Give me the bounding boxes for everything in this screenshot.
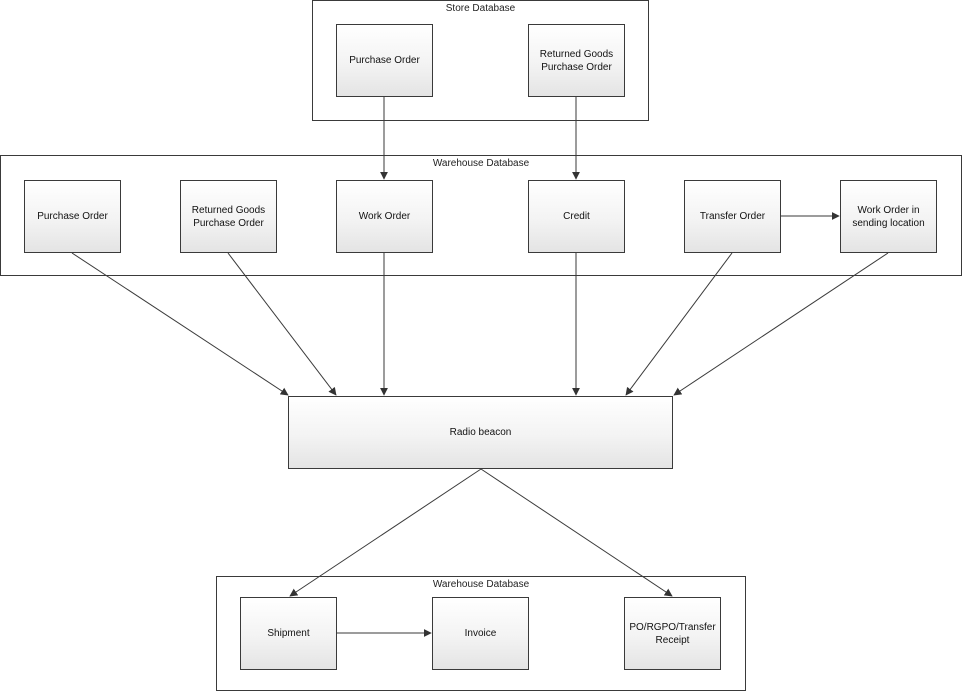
wh-work-order-node[interactable]: Work Order — [336, 180, 433, 253]
receipt-node[interactable]: PO/RGPO/Transfer Receipt — [624, 597, 721, 670]
invoice-label: Invoice — [464, 628, 497, 639]
radio-beacon-node[interactable]: Radio beacon — [288, 396, 673, 469]
radio-beacon-label: Radio beacon — [449, 427, 512, 438]
receipt-label: PO/RGPO/Transfer Receipt — [629, 621, 716, 646]
store-returned-goods-po-label: Returned Goods Purchase Order — [539, 48, 614, 73]
wh-credit-node[interactable]: Credit — [528, 180, 625, 253]
wh-returned-goods-po-label: Returned Goods Purchase Order — [191, 204, 266, 229]
wh-purchase-order-node[interactable]: Purchase Order — [24, 180, 121, 253]
warehouse-database-top-label: Warehouse Database — [432, 158, 530, 169]
wh-returned-goods-po-node[interactable]: Returned Goods Purchase Order — [180, 180, 277, 253]
store-database-label: Store Database — [445, 3, 516, 14]
wh-work-order-sending-label: Work Order in sending location — [852, 204, 925, 229]
wh-work-order-sending-node[interactable]: Work Order in sending location — [840, 180, 937, 253]
wh-work-order-label: Work Order — [358, 211, 411, 222]
wh-transfer-order-node[interactable]: Transfer Order — [684, 180, 781, 253]
wh-credit-label: Credit — [563, 211, 590, 222]
wh-transfer-order-label: Transfer Order — [699, 211, 766, 222]
warehouse-database-top-group: Warehouse Database — [0, 155, 962, 276]
store-purchase-order-label: Purchase Order — [349, 55, 420, 66]
shipment-node[interactable]: Shipment — [240, 597, 337, 670]
warehouse-database-bottom-label: Warehouse Database — [432, 579, 530, 590]
shipment-label: Shipment — [267, 628, 310, 639]
store-returned-goods-po-node[interactable]: Returned Goods Purchase Order — [528, 24, 625, 97]
wh-purchase-order-label: Purchase Order — [37, 211, 108, 222]
store-purchase-order-node[interactable]: Purchase Order — [336, 24, 433, 97]
invoice-node[interactable]: Invoice — [432, 597, 529, 670]
